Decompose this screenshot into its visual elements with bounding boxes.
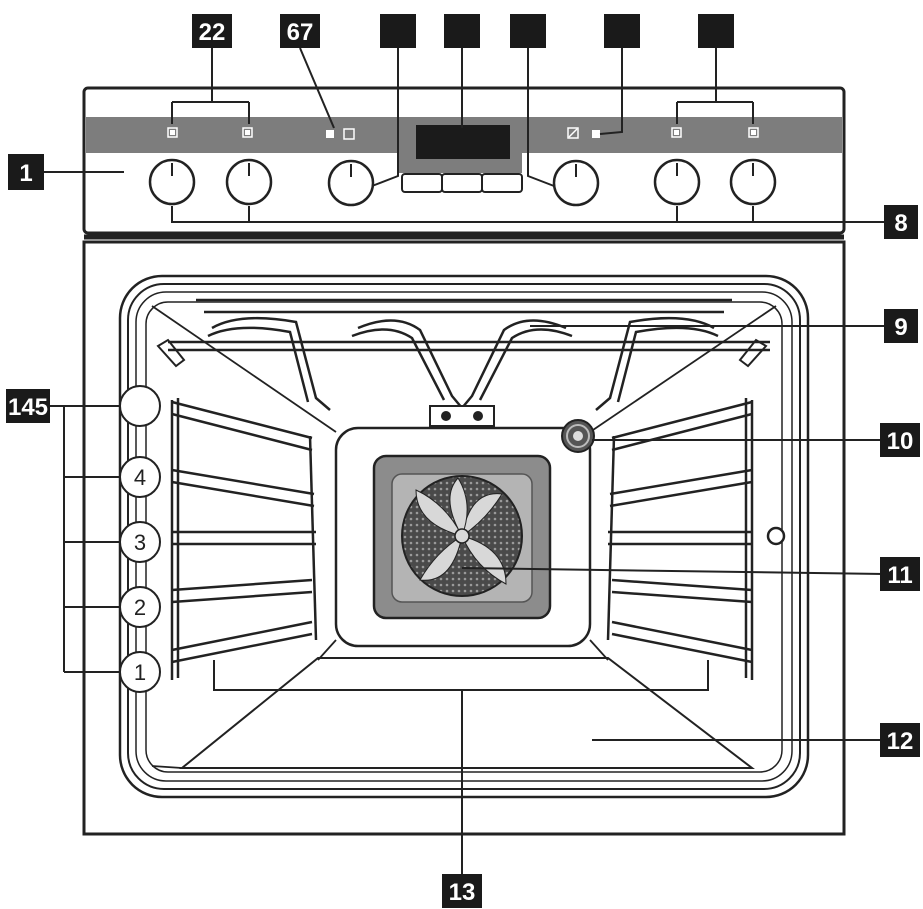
- callout-145: 145: [6, 389, 50, 423]
- svg-text:145: 145: [8, 394, 48, 421]
- hob-indicator-icon: [748, 127, 759, 138]
- fan-hub: [454, 528, 470, 544]
- callout-11: 11: [880, 557, 920, 591]
- perspective-line: [151, 765, 183, 769]
- callout-1: 1: [8, 154, 44, 190]
- callout-67: 67: [280, 14, 320, 48]
- callout-7: [698, 14, 734, 48]
- hob-knob[interactable]: [653, 158, 701, 206]
- power-indicator-light: [326, 130, 334, 138]
- grill-mount: [429, 405, 495, 427]
- hob-indicator-icon: [671, 127, 682, 138]
- callout-3: [380, 14, 416, 48]
- shelf-level-label: 4: [134, 465, 146, 490]
- grill-bolt: [473, 411, 483, 421]
- timer-button[interactable]: [481, 173, 523, 193]
- leader-lines: [44, 47, 885, 874]
- perspective-line: [151, 305, 337, 433]
- hob-knob[interactable]: [225, 158, 273, 206]
- callout-9: 9: [884, 309, 918, 343]
- svg-text:9: 9: [894, 314, 907, 341]
- control-panel: [82, 86, 846, 235]
- callout-5: [510, 14, 546, 48]
- temperature-indicator-light: [592, 130, 600, 138]
- hob-indicator-icon: [242, 127, 253, 138]
- oven-function-knob[interactable]: [327, 159, 375, 207]
- temperature-symbol-icon: [567, 127, 579, 139]
- svg-text:11: 11: [887, 562, 912, 589]
- svg-text:8: 8: [894, 210, 907, 237]
- callout-10: 10: [880, 423, 920, 457]
- svg-text:22: 22: [199, 19, 226, 46]
- timer-button[interactable]: [401, 173, 443, 193]
- svg-text:1: 1: [19, 160, 32, 187]
- shelf-level-label: 3: [134, 530, 146, 555]
- callout-22: 22: [192, 14, 232, 48]
- hob-knob[interactable]: [148, 158, 196, 206]
- hob-indicator-icon: [167, 127, 178, 138]
- callout-8: 8: [884, 205, 918, 239]
- timer-button[interactable]: [441, 173, 483, 193]
- svg-text:10: 10: [887, 428, 914, 455]
- svg-text:12: 12: [887, 728, 914, 755]
- shelf-level-label: 2: [134, 595, 146, 620]
- shelf-level-5-marker: [119, 385, 161, 427]
- left-shelf-rails: [170, 398, 318, 680]
- right-shelf-rails: [606, 398, 754, 680]
- grill-heating-element: [168, 298, 770, 411]
- oven-lamp: [561, 419, 595, 453]
- grill-bolt: [441, 411, 451, 421]
- callout-4: [444, 14, 480, 48]
- svg-text:13: 13: [449, 879, 476, 906]
- oven-body: 4 3 2 1: [82, 240, 846, 836]
- temperature-knob[interactable]: [552, 159, 600, 207]
- callout-13: 13: [442, 874, 482, 908]
- fan-blades: [415, 477, 507, 585]
- perspective-line: [589, 639, 609, 661]
- svg-text:67: 67: [287, 19, 314, 46]
- shelf-level-label: 1: [134, 660, 146, 685]
- side-hook: [766, 526, 786, 546]
- hob-knob[interactable]: [729, 158, 777, 206]
- callout-12: 12: [880, 723, 920, 757]
- fan-cover: [372, 454, 552, 620]
- display-screen: [416, 125, 510, 159]
- perspective-line: [317, 639, 337, 661]
- callout-6: [604, 14, 640, 48]
- oven-function-symbol-icon: [343, 128, 355, 140]
- side-clip: [156, 338, 186, 368]
